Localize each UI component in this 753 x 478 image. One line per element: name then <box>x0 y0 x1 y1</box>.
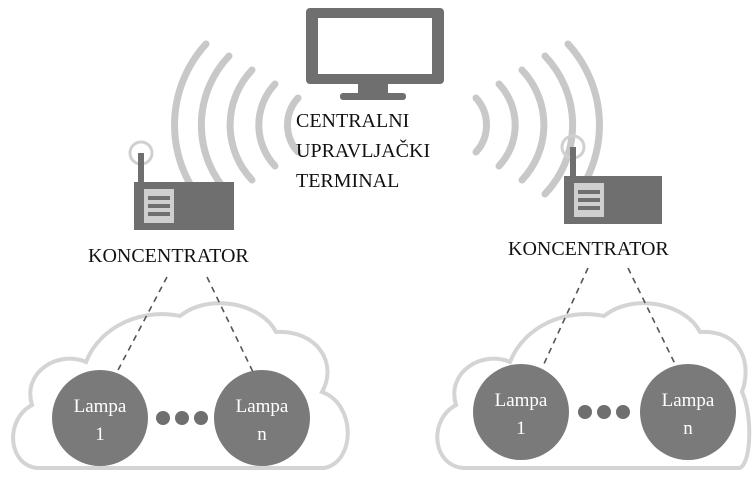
lamp-label: Lampa <box>236 396 289 417</box>
monitor-icon <box>306 8 444 100</box>
connection-line <box>116 276 168 373</box>
terminal-label-line-2: UPRAVLJAČKI <box>296 138 430 162</box>
ellipsis-icon <box>156 411 208 425</box>
concentrator-label: KONCENTRATOR <box>508 238 669 260</box>
lamp-number: 1 <box>516 418 526 439</box>
concentrator-right: KONCENTRATOR Lampa 1 Lampa n <box>435 134 752 470</box>
lamp-label: Lampa <box>74 396 127 417</box>
cloud-shape <box>11 301 350 470</box>
terminal-label-line-1: CENTRALNI <box>296 110 409 132</box>
lamp-number: n <box>683 418 693 439</box>
connection-line <box>542 267 589 367</box>
lamp-number: n <box>257 424 267 445</box>
concentrator-label: KONCENTRATOR <box>88 245 249 267</box>
lamp-node: Lampa n <box>214 370 310 466</box>
concentrator-left: KONCENTRATOR Lampa 1 Lampa n <box>11 140 350 470</box>
router-icon <box>560 134 662 224</box>
lamp-label: Lampa <box>662 390 715 411</box>
connection-line <box>206 276 254 373</box>
ellipsis-icon <box>578 405 630 419</box>
cloud-shape <box>435 301 752 470</box>
lamp-node: Lampa n <box>640 364 736 460</box>
connection-line <box>627 267 677 367</box>
lamp-label: Lampa <box>495 390 548 411</box>
lamp-node: Lampa 1 <box>52 370 148 466</box>
terminal-label-line-3: TERMINAL <box>296 170 399 192</box>
lamp-node: Lampa 1 <box>473 364 569 460</box>
router-icon <box>128 140 234 230</box>
lamp-number: 1 <box>95 424 105 445</box>
